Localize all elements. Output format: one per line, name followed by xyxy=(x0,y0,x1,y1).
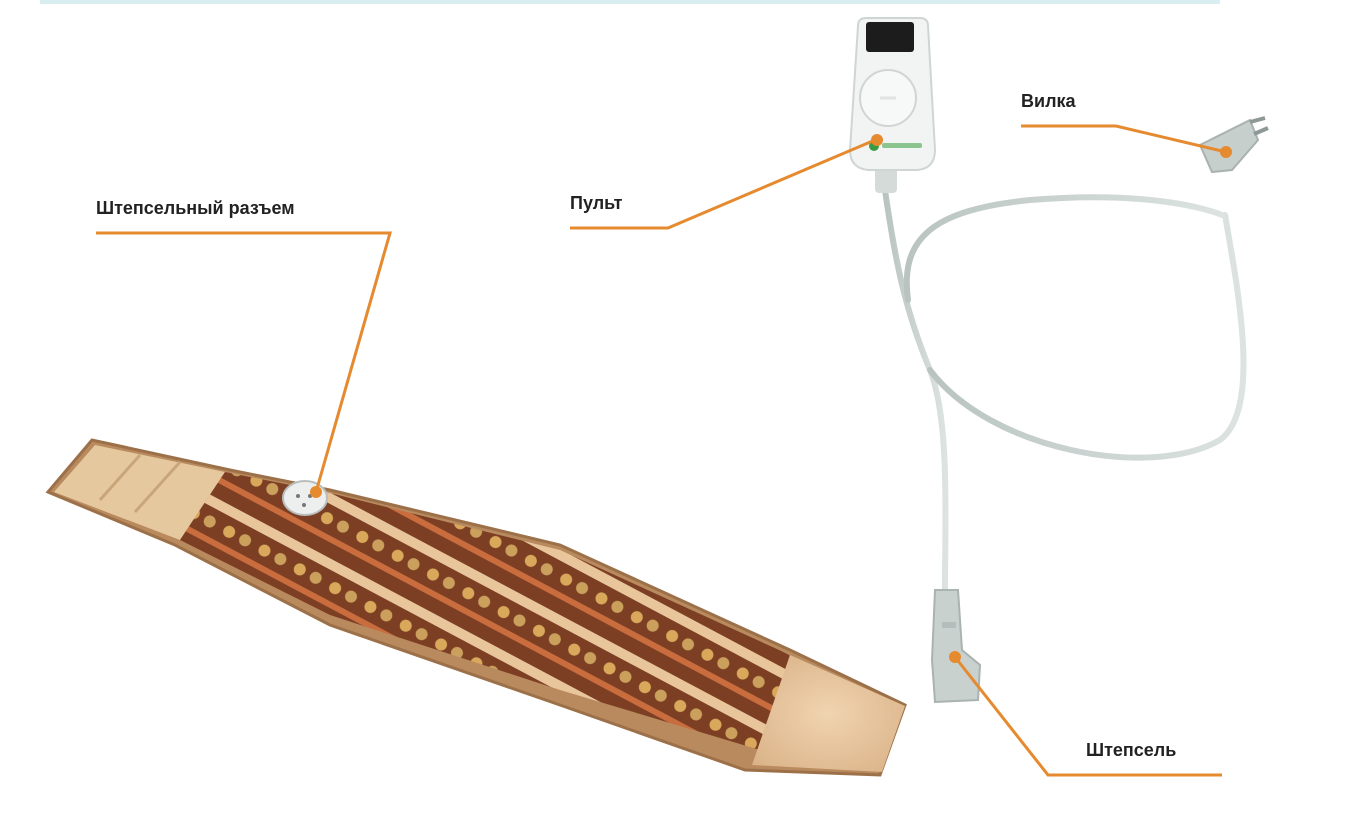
callout-remote-label: Пульт xyxy=(570,193,623,213)
belt-heated-section xyxy=(180,472,790,750)
belt-connector-socket xyxy=(282,480,328,516)
leader-connector xyxy=(96,231,392,493)
callout-plug-label: Вилка xyxy=(1021,91,1076,111)
belt-left-tab xyxy=(54,445,225,540)
callout-socket-label: Штепсель xyxy=(1086,740,1177,760)
leader-dot-connector xyxy=(310,486,322,498)
leader-remote xyxy=(570,138,876,230)
power-cable xyxy=(882,167,1247,593)
cable-socket-connector xyxy=(930,589,982,704)
belt-right-pad xyxy=(752,655,905,772)
top-border-band xyxy=(40,0,1220,4)
heating-belt xyxy=(45,438,907,777)
remote-control xyxy=(848,17,937,193)
leader-dot-socket xyxy=(949,651,961,663)
leader-endpoints xyxy=(310,134,1232,663)
remote-display xyxy=(866,22,914,52)
leader-socket xyxy=(953,656,1222,777)
power-plug xyxy=(1198,116,1269,174)
leader-lines xyxy=(96,124,1227,777)
leader-dot-plug xyxy=(1220,146,1232,158)
leader-plug xyxy=(1021,124,1227,154)
callout-connector-label: Штепсельный разъем xyxy=(96,198,295,218)
leader-dot-remote xyxy=(871,134,883,146)
